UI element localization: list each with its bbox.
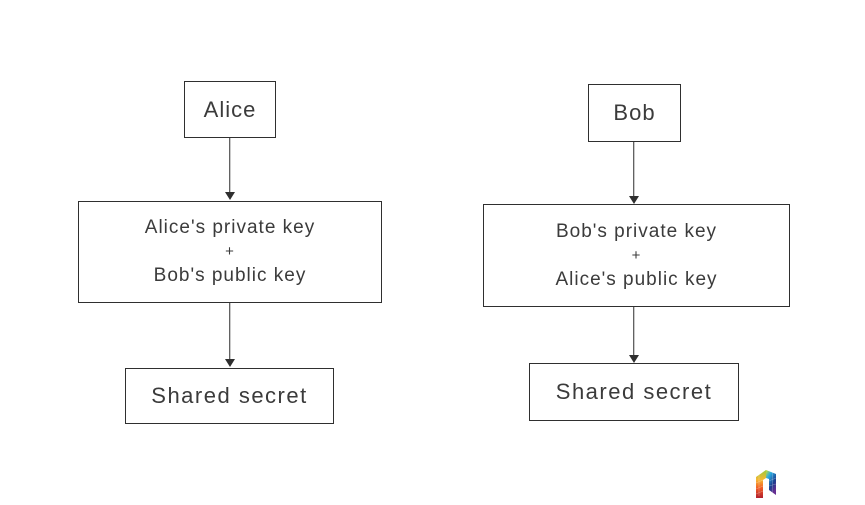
arrow-head-icon bbox=[224, 192, 235, 200]
plus-operator: + bbox=[631, 246, 642, 264]
arrow-head-icon bbox=[628, 196, 639, 204]
arrow-line bbox=[228, 138, 231, 193]
plus-operator: + bbox=[225, 243, 235, 260]
bob-public-key-label: Bob's public key bbox=[153, 265, 307, 286]
arrow-head-icon bbox=[628, 355, 639, 363]
bob-actor-label: Bob bbox=[613, 100, 656, 125]
arrow-line bbox=[228, 303, 231, 360]
bob-combine-box: Bob's private key + Alice's public key bbox=[483, 204, 790, 307]
arrow-line bbox=[632, 142, 635, 197]
alice-arrow-2 bbox=[224, 303, 235, 367]
alice-private-key-label: Alice's private key bbox=[144, 217, 316, 238]
bob-shared-secret-label: Shared secret bbox=[555, 379, 713, 404]
alice-actor-label: Alice bbox=[203, 96, 257, 122]
alice-combine-box: Alice's private key + Bob's public key bbox=[78, 201, 382, 303]
alice-arrow-1 bbox=[224, 138, 235, 200]
bob-arrow-2 bbox=[628, 307, 639, 363]
alice-shared-secret-label: Shared secret bbox=[151, 383, 308, 408]
bob-private-key-label: Bob's private key bbox=[555, 220, 718, 242]
bob-actor-box: Bob bbox=[588, 84, 681, 142]
arrow-line bbox=[632, 307, 635, 356]
alice-public-key-label: Alice's public key bbox=[555, 268, 718, 290]
bob-result-box: Shared secret bbox=[529, 363, 739, 421]
rainbow-arch-logo-icon bbox=[755, 469, 777, 498]
bob-arrow-1 bbox=[628, 142, 639, 204]
arrow-head-icon bbox=[224, 359, 235, 367]
alice-actor-box: Alice bbox=[184, 81, 276, 138]
alice-result-box: Shared secret bbox=[125, 368, 334, 424]
